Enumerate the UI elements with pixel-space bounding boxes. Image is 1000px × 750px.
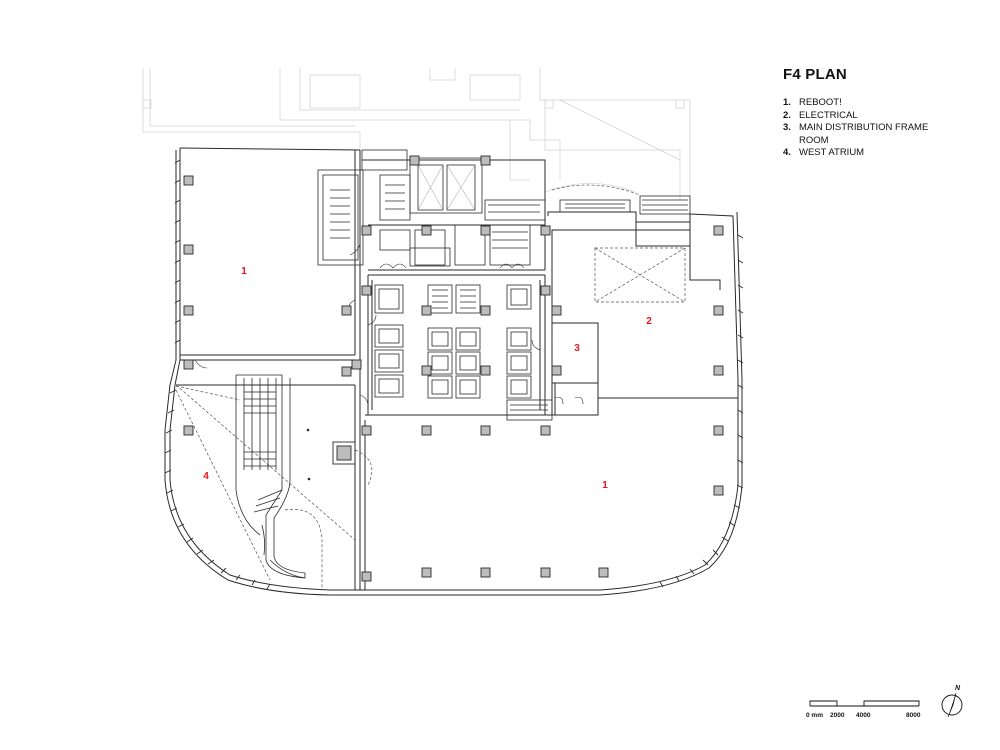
- room-label-west-atrium: 4: [203, 471, 209, 482]
- scale-label-2000: 2000: [830, 712, 845, 719]
- legend-label: REBOOT!: [799, 97, 842, 108]
- structural-columns: [183, 155, 724, 582]
- legend-number: 3.: [783, 122, 791, 133]
- ghost-context: [142, 68, 691, 200]
- facade-fins: [164, 159, 744, 590]
- room-label-reboot-east: 1: [602, 480, 608, 491]
- interior-walls: [176, 150, 738, 590]
- atrium-dots: [306, 428, 311, 481]
- core-cores: [317, 149, 691, 267]
- legend-item-mdf-room: 3. MAIN DISTRIBUTION FRAME ROOM: [783, 122, 983, 147]
- kiosk: [332, 441, 356, 465]
- legend-label: MAIN DISTRIBUTION FRAME ROOM: [799, 122, 929, 146]
- legend-item-west-atrium: 4. WEST ATRIUM: [783, 147, 983, 160]
- scale-label-0: 0 mm: [806, 712, 823, 719]
- building-envelope: [164, 147, 743, 596]
- legend-number: 1.: [783, 97, 791, 108]
- legend-number: 4.: [783, 147, 791, 158]
- legend-item-electrical: 2. ELECTRICAL: [783, 110, 983, 123]
- room-label-electrical: 2: [646, 316, 652, 327]
- room-label-mdf-room: 3: [574, 343, 580, 354]
- legend-number: 2.: [783, 109, 791, 121]
- door-swings: [194, 241, 584, 407]
- legend-label: ELECTRICAL: [799, 109, 858, 121]
- elevators: [374, 284, 553, 421]
- scale-label-8000: 8000: [906, 712, 921, 719]
- dashed-outlines: [175, 184, 686, 590]
- north-label: N: [955, 685, 961, 692]
- scale-bar: 0 mm 2000 4000 8000: [806, 700, 921, 719]
- legend-label: WEST ATRIUM: [799, 147, 865, 158]
- room-label-reboot-west: 1: [241, 266, 247, 277]
- legend-item-reboot: 1. REBOOT!: [783, 97, 983, 110]
- scale-label-4000: 4000: [856, 712, 871, 719]
- atrium-escalators: [235, 374, 306, 579]
- north-arrow-icon: N: [941, 685, 963, 718]
- plan-title: F4 PLAN: [783, 66, 847, 83]
- legend: 1. REBOOT! 2. ELECTRICAL 3. MAIN DISTRIB…: [783, 97, 983, 160]
